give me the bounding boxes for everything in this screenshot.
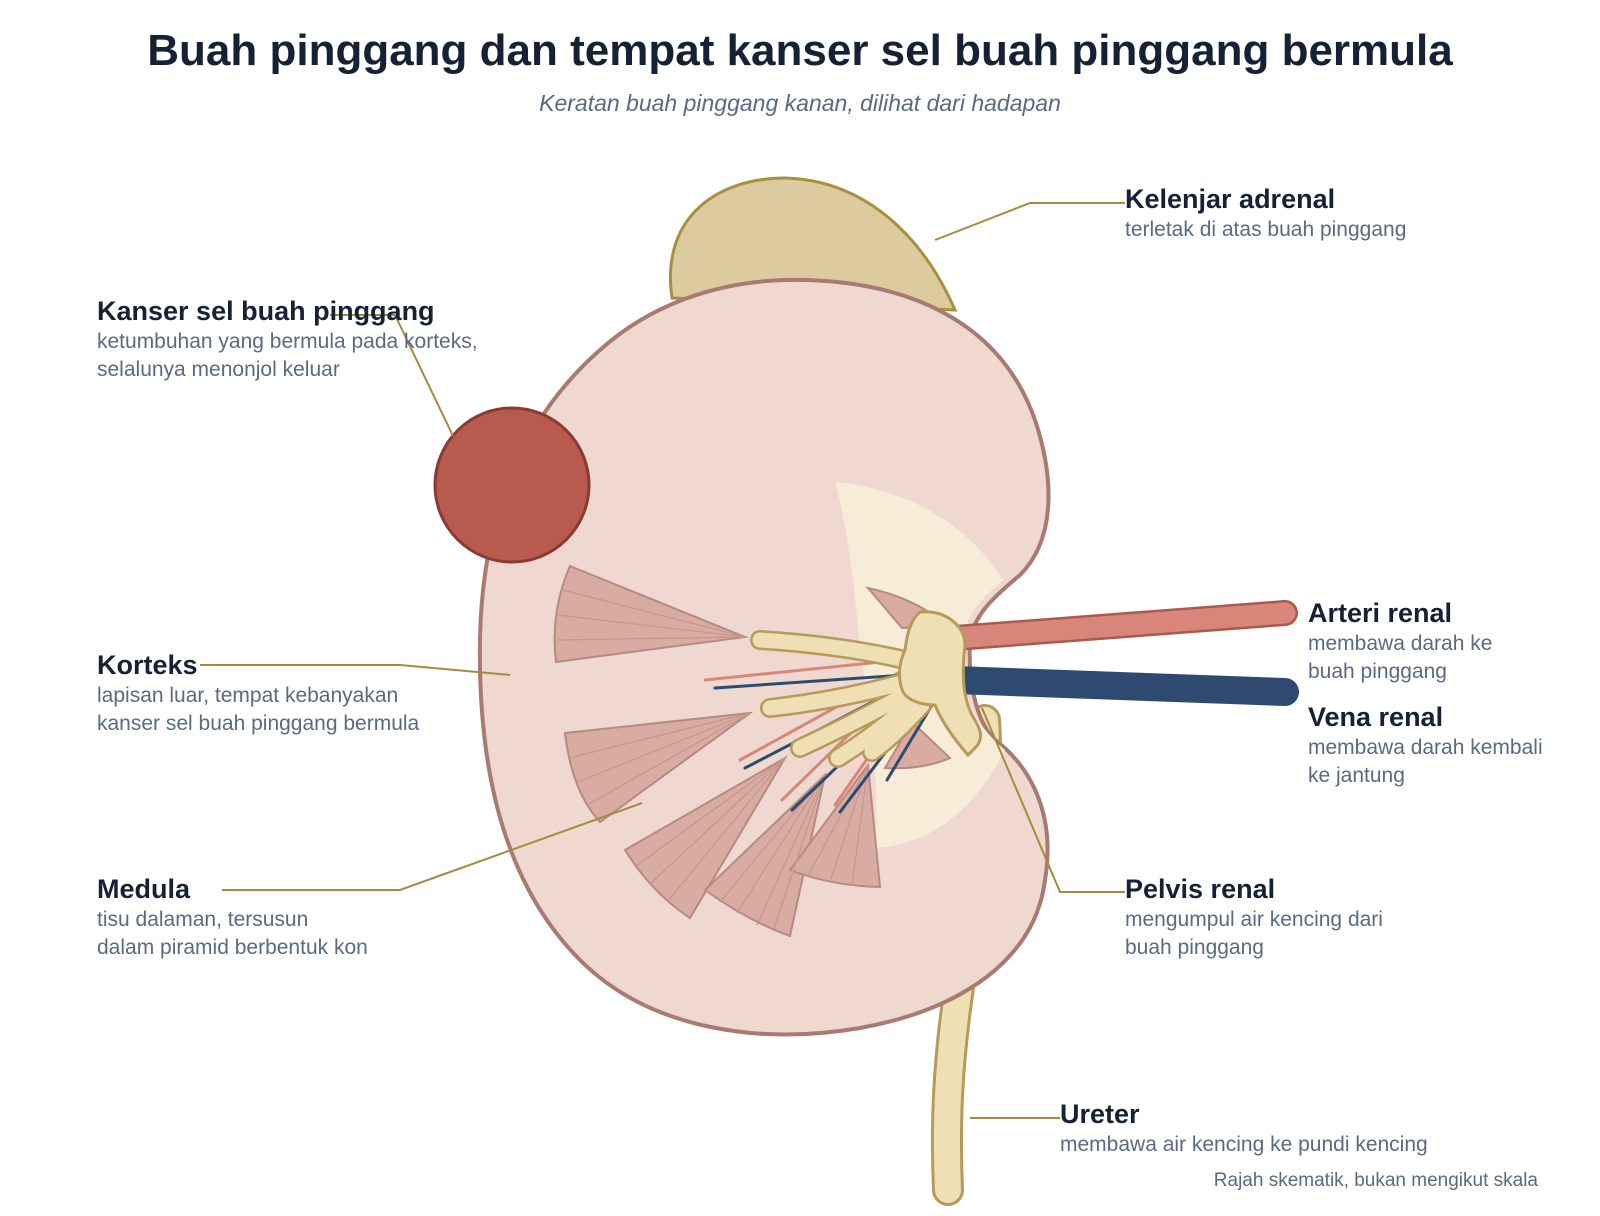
label-korteks-desc-2: kanser sel buah pinggang bermula	[97, 712, 420, 735]
label-arteri: Arteri renal membawa darah ke buah pingg…	[1308, 596, 1492, 686]
page-subtitle: Keratan buah pinggang kanan, dilihat dar…	[539, 90, 1061, 116]
label-medula: Medula tisu dalaman, tersusun dalam pira…	[97, 872, 368, 962]
label-arteri-name: Arteri renal	[1308, 598, 1453, 628]
label-kanser-desc-2: selalunya menonjol keluar	[97, 358, 340, 381]
label-adrenal: Kelenjar adrenal terletak di atas buah p…	[1125, 182, 1406, 244]
renal-pelvis	[898, 610, 983, 758]
pyramid-3	[623, 755, 788, 920]
label-ureter-name: Ureter	[1060, 1099, 1140, 1129]
pyramid-2	[563, 711, 754, 824]
tumor	[433, 406, 591, 564]
renal-vein	[941, 666, 1299, 706]
leader-adrenal	[934, 202, 1125, 241]
leader-medula	[222, 802, 643, 891]
label-adrenal-name: Kelenjar adrenal	[1125, 184, 1336, 214]
label-vena: Vena renal membawa darah kembali ke jant…	[1308, 700, 1543, 790]
label-pelvis-desc-1: mengumpul air kencing dari	[1125, 908, 1383, 931]
page-title: Buah pinggang dan tempat kanser sel buah…	[147, 26, 1453, 75]
renal-artery-fill	[944, 602, 1296, 649]
label-korteks-desc-1: lapisan luar, tempat kebanyakan	[97, 684, 399, 707]
calyces-fill	[752, 632, 930, 766]
label-kanser-name: Kanser sel buah pinggang	[97, 296, 435, 326]
label-ureter-desc: membawa air kencing ke pundi kencing	[1060, 1133, 1428, 1156]
leader-kanser	[330, 314, 454, 437]
label-pelvis-name: Pelvis renal	[1125, 874, 1276, 904]
label-arteri-desc-1: membawa darah ke	[1308, 632, 1493, 655]
pyramid-striations	[556, 589, 869, 932]
leader-pelvis	[981, 707, 1125, 893]
label-arteri-desc-2: buah pinggang	[1308, 660, 1447, 683]
leader-lines	[200, 202, 1125, 1119]
label-kanser: Kanser sel buah pinggang ketumbuhan yang…	[97, 294, 478, 384]
label-pelvis-desc-2: buah pinggang	[1125, 936, 1264, 959]
label-medula-name: Medula	[97, 874, 191, 904]
footnote: Rajah skematik, bukan mengikut skala	[1213, 1170, 1538, 1191]
label-kanser-desc-1: ketumbuhan yang bermula pada korteks,	[97, 330, 478, 353]
label-vena-name: Vena renal	[1308, 702, 1444, 732]
label-vena-desc-2: ke jantung	[1308, 764, 1405, 787]
medulla-pyramids	[553, 564, 952, 938]
label-ureter: Ureter membawa air kencing ke pundi kenc…	[1060, 1097, 1428, 1159]
label-medula-desc-1: tisu dalaman, tersusun	[97, 908, 309, 931]
label-vena-desc-1: membawa darah kembali	[1308, 736, 1543, 759]
adrenal-gland	[669, 176, 958, 312]
pyramid-4	[703, 772, 827, 938]
label-medula-desc-2: dalam piramid berbentuk kon	[97, 936, 368, 959]
label-pelvis: Pelvis renal mengumpul air kencing dari …	[1125, 872, 1383, 962]
leader-korteks	[200, 664, 511, 676]
label-korteks-name: Korteks	[97, 650, 198, 680]
label-adrenal-desc: terletak di atas buah pinggang	[1125, 218, 1407, 241]
label-korteks: Korteks lapisan luar, tempat kebanyakan …	[97, 648, 419, 738]
